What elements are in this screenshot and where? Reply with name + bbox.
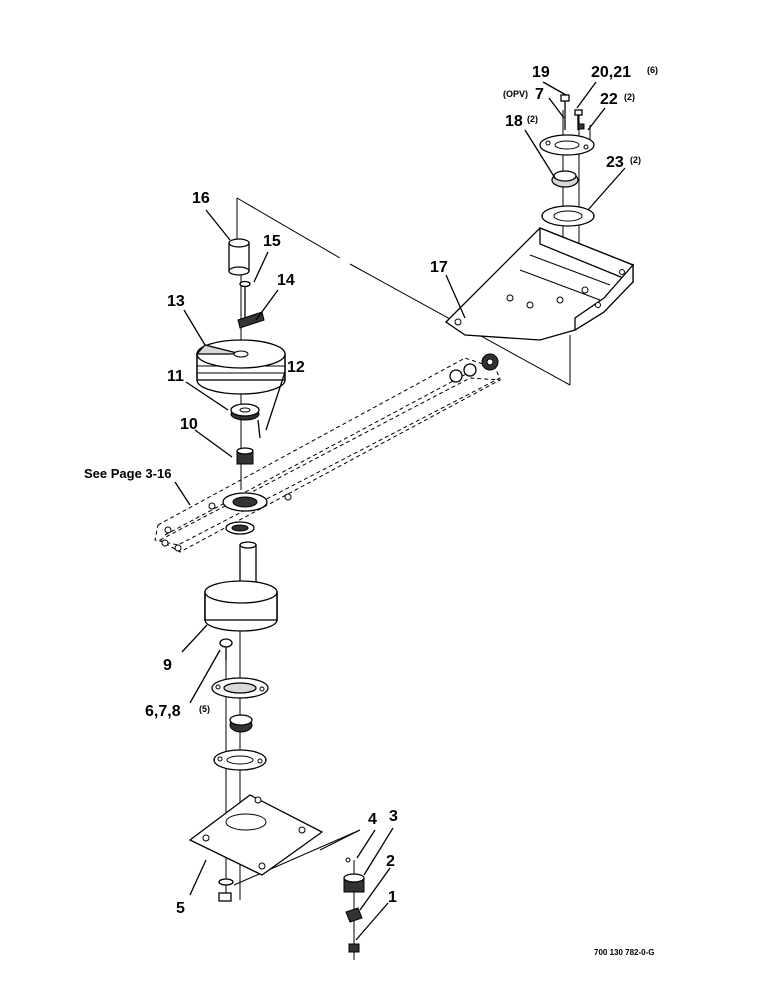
shaft-lower	[239, 541, 257, 586]
drive-arm	[154, 353, 502, 553]
spacer-16	[228, 238, 250, 276]
nut-22	[577, 123, 585, 130]
see-page-note: See Page 3-16	[84, 466, 171, 481]
flange-lower-bottom	[213, 749, 267, 771]
plate-2	[345, 907, 363, 923]
callout-7: 7	[535, 86, 544, 103]
nut-1	[348, 943, 360, 953]
callout-6-7-8: 6,7,8	[145, 703, 181, 720]
washer-4	[345, 857, 351, 863]
callout-17: 17	[430, 259, 448, 276]
callout-3: 3	[389, 808, 398, 825]
bearing-10	[236, 447, 254, 465]
bushing-11	[230, 403, 260, 421]
roller-3	[343, 873, 365, 893]
callout-10: 10	[180, 416, 198, 433]
bearing-lower	[229, 714, 253, 733]
callout-4: 4	[368, 811, 377, 828]
callout-20-21-qty: (6)	[647, 65, 658, 75]
callout-23: 23	[606, 154, 624, 171]
callout-19: 19	[532, 64, 550, 81]
callout-18: 18	[505, 113, 523, 130]
callout-16: 16	[192, 190, 210, 207]
flange-lower-top	[211, 677, 269, 699]
nut-lower	[218, 892, 232, 902]
pin-12	[257, 419, 261, 439]
callout-5: 5	[176, 900, 185, 917]
flange-plate-upper	[539, 134, 595, 156]
callout-2: 2	[386, 853, 395, 870]
callout-9: 9	[163, 657, 172, 674]
pulley-13	[195, 339, 286, 395]
callout-15: 15	[263, 233, 281, 250]
washer-lower	[218, 878, 234, 886]
bearing-flange-upper	[541, 205, 595, 227]
callout-22: 22	[600, 91, 618, 108]
callout-6-7-8-qty: (5)	[199, 704, 210, 714]
callout-labels: 16 15 14 13 11 12 10 See Page 3-16 9 6,7…	[84, 64, 658, 957]
callout-11: 11	[167, 368, 184, 385]
callout-20-21: 20,21	[591, 64, 631, 81]
bolt-6-7-8	[219, 638, 233, 660]
mounting-bracket	[444, 227, 634, 341]
callout-18-qty: (2)	[527, 114, 538, 124]
drum-9	[204, 580, 278, 632]
leader-lines	[174, 81, 626, 941]
key-plate-14	[237, 311, 265, 329]
callout-14: 14	[277, 272, 295, 289]
callout-12: 12	[287, 359, 305, 376]
callout-13: 13	[167, 293, 185, 310]
part-number: 700 130 782-0-G	[594, 948, 655, 957]
callout-22-qty: (2)	[624, 92, 635, 102]
bolt-19	[560, 94, 570, 130]
callout-23-qty: (2)	[630, 155, 641, 165]
screw-15	[239, 280, 251, 318]
callout-7-prefix: (OPV)	[503, 89, 528, 99]
bearing-insert-upper	[551, 170, 579, 188]
callout-1: 1	[388, 889, 397, 906]
base-plate-5	[188, 794, 324, 876]
